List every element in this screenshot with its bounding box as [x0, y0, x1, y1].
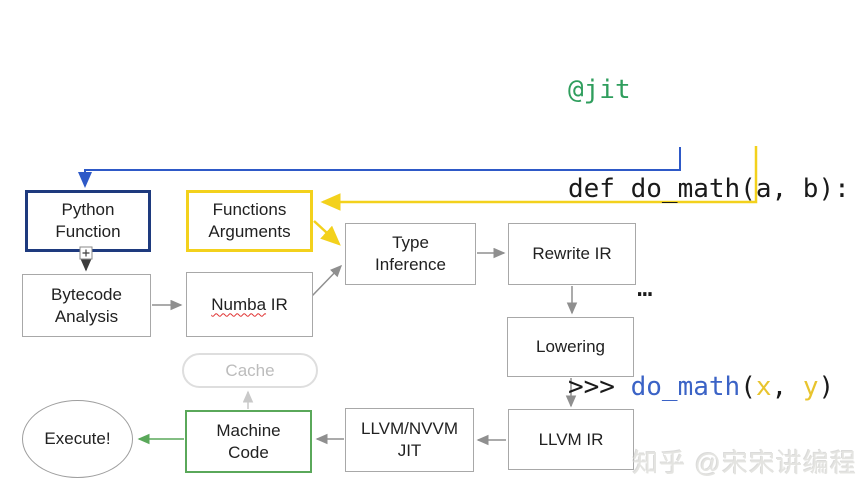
call-function-name: do_math [630, 372, 741, 402]
node-rewrite-ir: Rewrite IR [508, 223, 636, 285]
node-machine-code: Machine Code [185, 410, 312, 473]
arrow-functions-arguments-to-type-inference [313, 220, 341, 246]
code-snippet: @jit def do_math(a, b): … >>> do_math(x,… [568, 8, 850, 470]
node-execute-label: Execute! [44, 429, 111, 449]
node-type-inference: Type Inference [345, 223, 476, 285]
node-numba-ir: Numba IR [186, 272, 313, 337]
node-lowering: Lowering [507, 317, 634, 377]
arrow-code-to-python-function [78, 147, 681, 188]
node-python-function: Python Function [25, 190, 151, 252]
node-rewrite-ir-label: Rewrite IR [532, 244, 612, 264]
node-cache-label: Cache [225, 360, 275, 380]
close-paren: ) [818, 372, 835, 402]
node-functions-arguments: Functions Arguments [186, 190, 313, 252]
plus-handle-icon [79, 246, 93, 260]
node-lowering-label: Lowering [536, 337, 605, 357]
node-llvm-ir-label: LLVM IR [538, 429, 604, 449]
arrow-code-to-functions-arguments [320, 146, 758, 211]
node-bytecode-analysis: Bytecode Analysis [22, 274, 151, 337]
node-machine-code-label: Machine Code [216, 420, 281, 462]
code-line-def: def do_math(a, b): [568, 174, 850, 204]
node-type-inference-label: Type Inference [375, 233, 446, 274]
ir-word: IR [266, 294, 288, 314]
node-llvm-ir: LLVM IR [508, 409, 634, 470]
comma: , [771, 372, 803, 402]
open-paren: ( [740, 372, 756, 402]
code-line-decorator: @jit [568, 74, 850, 107]
node-bytecode-analysis-label: Bytecode Analysis [51, 284, 122, 326]
numba-word-spellcheck: Numba [211, 294, 267, 314]
arrow-numba-ir-to-type-inference [311, 264, 343, 297]
jit-decorator: @jit [568, 75, 631, 105]
node-llvm-nvvm-jit: LLVM/NVVM JIT [345, 408, 474, 472]
node-functions-arguments-label: Functions Arguments [208, 200, 291, 241]
code-line-body-ellipsis: … [637, 273, 653, 303]
node-python-function-label: Python Function [55, 200, 121, 241]
node-cache: Cache [182, 353, 318, 388]
node-llvm-nvvm-jit-label: LLVM/NVVM JIT [361, 419, 458, 460]
code-line-repl-call: >>> do_math(x, y) [568, 371, 850, 404]
node-execute: Execute! [22, 400, 133, 478]
zhihu-watermark: 知乎 @宋宋讲编程 [632, 448, 857, 478]
call-arg-x: x [755, 372, 772, 402]
node-numba-ir-label: Numba IR [211, 294, 288, 316]
call-arg-y: y [802, 372, 819, 402]
